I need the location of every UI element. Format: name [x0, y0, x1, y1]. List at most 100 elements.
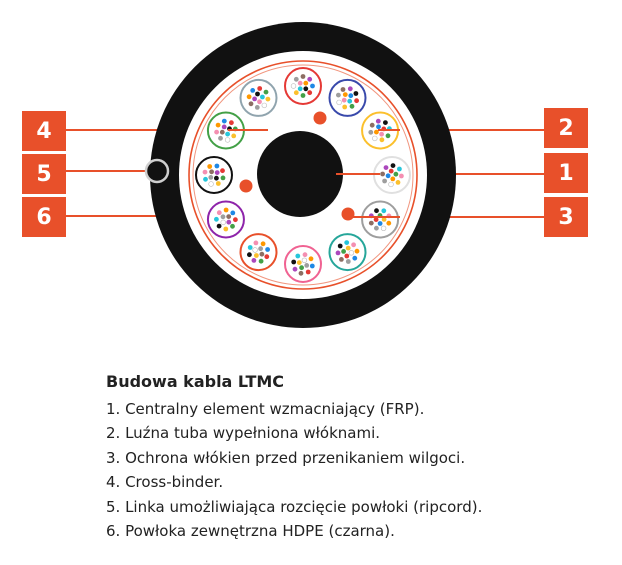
fiber	[253, 240, 259, 246]
cable-cross-section	[66, 22, 545, 328]
fiber	[393, 171, 399, 177]
fiber	[375, 118, 381, 124]
fiber	[230, 223, 235, 229]
fiber	[388, 181, 394, 188]
fiber	[380, 225, 387, 232]
fiber	[225, 131, 231, 137]
fiber	[299, 265, 304, 271]
fiber	[215, 122, 221, 128]
fiber	[390, 176, 396, 182]
fiber	[345, 245, 351, 251]
fiber	[221, 124, 227, 130]
fiber	[385, 133, 391, 139]
fiber	[310, 83, 315, 89]
legend-item: 3. Ochrona włókien przed przenikaniem wi…	[106, 448, 466, 467]
legend: Budowa kabla LTMC 1. Centralny element w…	[106, 372, 606, 543]
label-5: 5	[22, 154, 66, 194]
fiber	[308, 256, 314, 262]
fiber	[374, 129, 379, 135]
tube-jacket	[206, 200, 245, 239]
fiber	[221, 118, 227, 124]
cable-diagram: 4 5 6 2 1 3	[22, 22, 588, 328]
fiber	[339, 257, 344, 262]
fiber	[215, 181, 221, 186]
loose-tube	[206, 111, 245, 150]
fiber	[354, 248, 360, 254]
fiber	[374, 208, 379, 214]
fiber	[300, 74, 306, 79]
fiber	[230, 210, 236, 216]
fiber	[258, 246, 263, 252]
fiber	[296, 260, 302, 265]
fiber	[307, 76, 313, 82]
fiber	[208, 175, 214, 180]
fiber	[383, 120, 388, 125]
fiber	[390, 163, 396, 169]
fiber	[347, 98, 353, 104]
fiber	[214, 175, 219, 181]
fiber	[223, 226, 229, 232]
fiber	[263, 89, 269, 95]
label-6: 6	[22, 197, 66, 237]
fiber	[342, 92, 348, 97]
fiber	[380, 171, 385, 177]
fiber	[347, 86, 353, 92]
fiber	[303, 86, 309, 92]
fiber	[369, 122, 375, 128]
fiber	[216, 223, 222, 229]
fiber	[203, 176, 208, 182]
fiber	[226, 219, 232, 225]
fiber	[348, 250, 355, 256]
fiber	[202, 169, 208, 175]
fiber	[344, 253, 350, 259]
fiber	[260, 94, 265, 100]
fiber	[304, 263, 310, 268]
fiber	[354, 98, 359, 104]
fiber	[301, 257, 308, 263]
fiber	[293, 76, 299, 82]
fiber	[220, 168, 225, 174]
loose-tube	[239, 78, 278, 117]
fiber	[214, 170, 220, 176]
fiber	[293, 90, 299, 96]
label-1: 1	[544, 153, 588, 193]
loose-tube	[239, 233, 278, 272]
fiber	[368, 129, 374, 135]
fiber	[252, 247, 258, 253]
fiber	[337, 243, 343, 249]
fiber	[220, 175, 226, 181]
fiber	[336, 99, 342, 106]
tube-jacket	[239, 78, 278, 117]
fiber	[255, 91, 260, 97]
fiber	[214, 129, 220, 135]
fiber	[295, 253, 301, 259]
fiber	[265, 247, 270, 252]
label-3: 3	[544, 197, 588, 237]
fiber	[209, 169, 215, 175]
tube-jacket	[328, 78, 367, 117]
fiber	[219, 129, 225, 135]
fiber	[374, 225, 379, 231]
tube-jacket	[361, 200, 400, 239]
fiber	[247, 245, 253, 250]
fiber	[335, 250, 341, 256]
fiber	[257, 86, 263, 91]
fiber	[388, 168, 394, 174]
fiber	[246, 94, 252, 100]
legend-item: 2. Luźna tuba wypełniona włóknami.	[106, 424, 381, 443]
loose-tube	[361, 200, 400, 239]
fiber	[341, 249, 346, 254]
loose-tube	[206, 200, 245, 239]
fiber	[254, 105, 260, 110]
fiber	[218, 135, 223, 141]
fiber	[386, 220, 392, 226]
fiber	[349, 103, 355, 109]
legend-item: 1. Centralny element wzmacniający (FRP).	[106, 400, 425, 418]
fiber	[399, 173, 404, 179]
legend-item: 4. Cross-binder.	[106, 473, 224, 492]
fiber	[340, 87, 346, 92]
fiber	[395, 180, 401, 185]
tube-jacket	[195, 156, 233, 194]
fiber	[344, 240, 350, 246]
fiber	[297, 86, 303, 92]
